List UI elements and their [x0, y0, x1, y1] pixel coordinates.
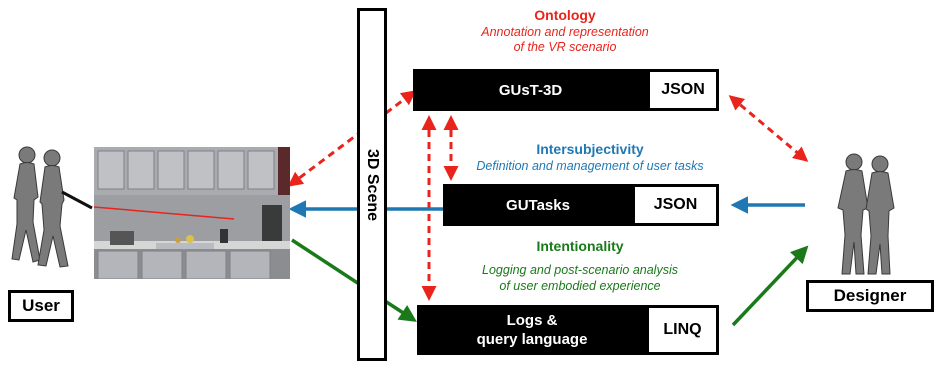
intentionality-heading: Intentionality	[536, 238, 624, 254]
arrow-ontology-scene	[287, 90, 417, 187]
walking-people-icon	[11, 146, 93, 268]
scene-bar: 3D Scene	[357, 8, 387, 361]
ontology-heading: Ontology	[534, 7, 596, 23]
vr-kitchen-scene-image	[94, 147, 290, 279]
intersubjectivity-format-badge: JSON	[632, 184, 719, 226]
ontology-description-1: Annotation and representation	[481, 25, 649, 39]
intersubjectivity-description: Definition and management of user tasks	[476, 159, 704, 173]
user-label: User	[8, 290, 74, 322]
ontology-description-2: of the VR scenario	[513, 40, 617, 54]
logs-box-line-2: query language	[476, 331, 588, 348]
intentionality-format-badge: LINQ	[646, 305, 719, 355]
logs-box: Logs & query language	[417, 305, 647, 355]
gutasks-box: GUTasks	[443, 184, 633, 226]
scene-label: 3D Scene	[364, 148, 381, 221]
intentionality-description-2: of user embodied experience	[499, 279, 661, 293]
standing-people-icon	[837, 153, 895, 275]
intersubjectivity-heading: Intersubjectivity	[536, 141, 644, 157]
arrow-logs-designer	[731, 245, 809, 327]
intentionality-description-1: Logging and post-scenario analysis	[482, 263, 678, 277]
arrow-ontology-designer	[728, 95, 809, 162]
ontology-format-badge: JSON	[647, 69, 719, 111]
arrow-scene-logs	[291, 238, 417, 322]
logs-box-line-1: Logs &	[506, 312, 558, 329]
designer-label: Designer	[806, 280, 934, 312]
gust3d-box: GUsT-3D	[413, 69, 648, 111]
